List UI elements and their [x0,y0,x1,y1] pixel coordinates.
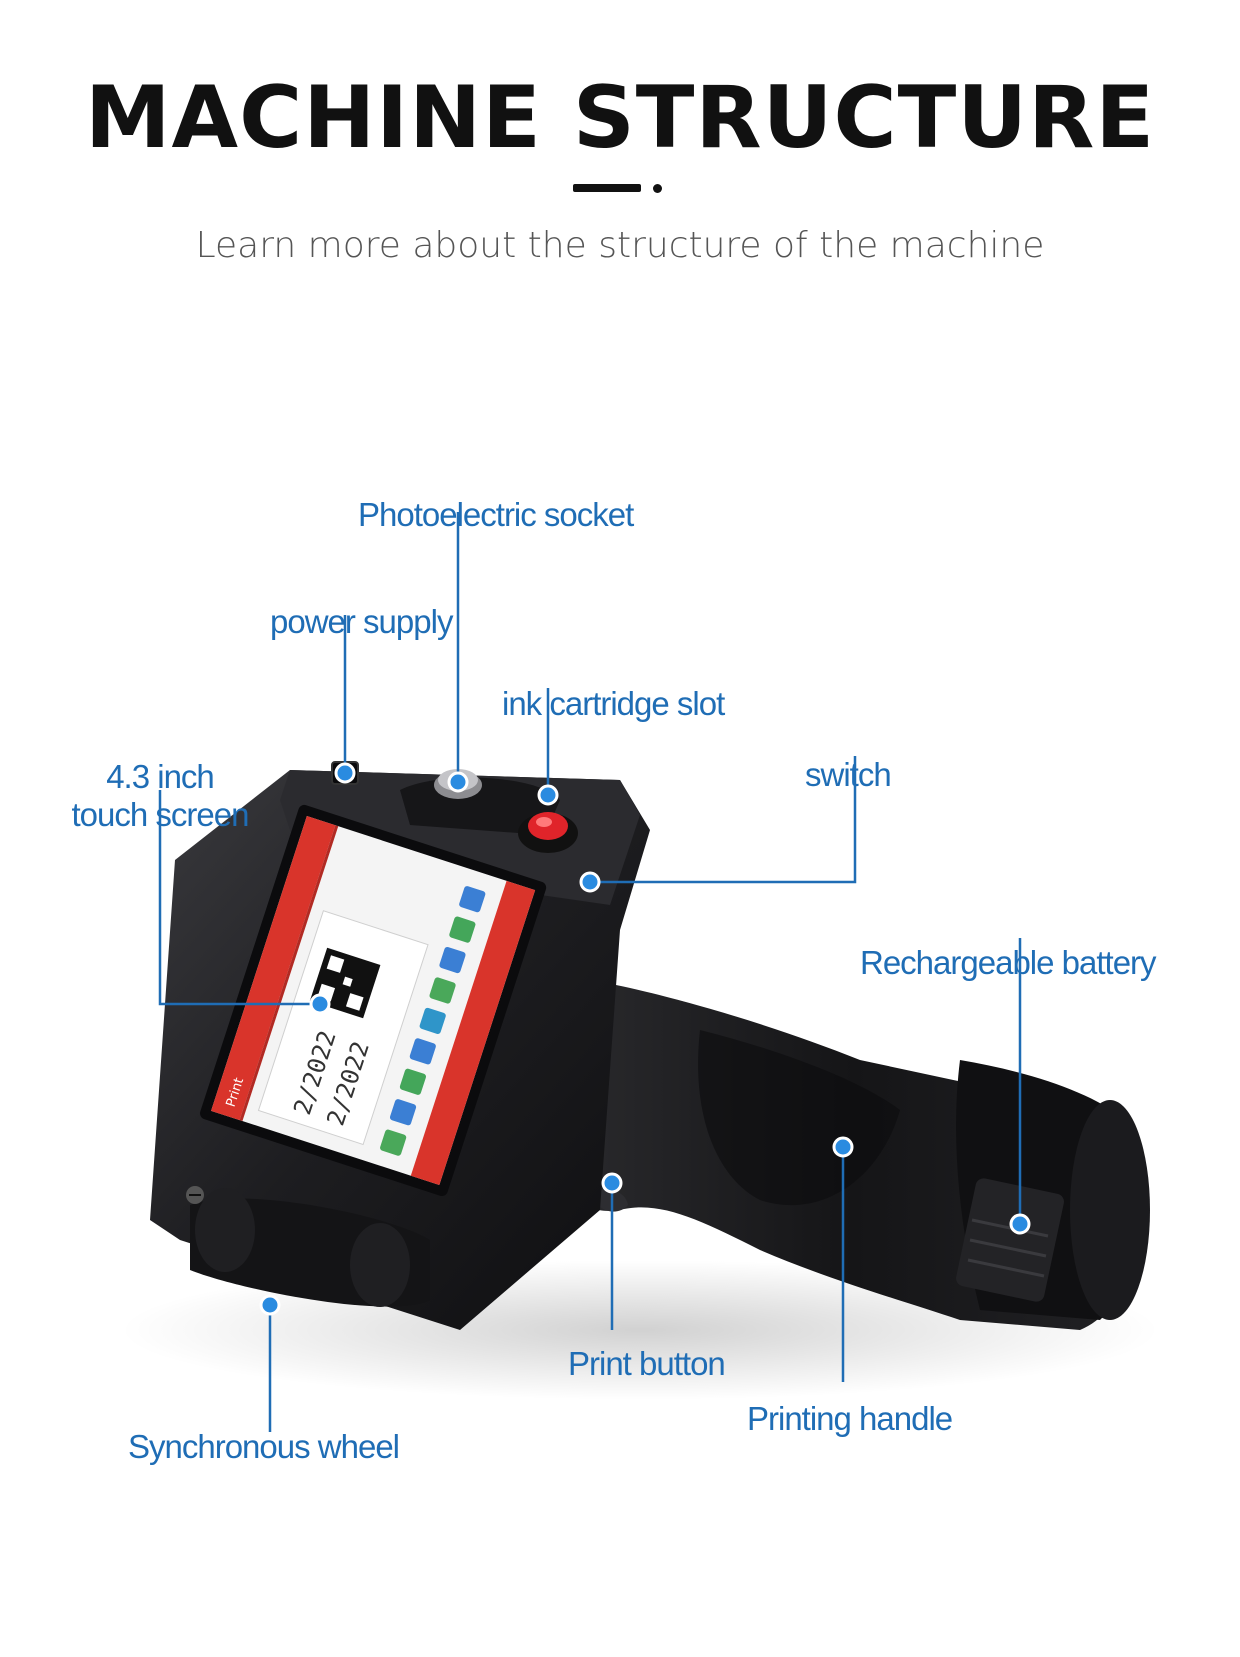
label-power-supply: power supply [270,603,453,640]
page-subtitle: Learn more about the structure of the ma… [195,225,1045,266]
leader-touch-screen [158,790,320,1006]
battery-latch [956,1178,1064,1302]
label-ink-cartridge-slot: ink cartridge slot [502,685,725,722]
label-printing-handle: Printing handle [747,1400,953,1437]
touch-screen: 2/2022 2/2022 Print [200,804,547,1197]
label-print-button: Print button [568,1345,726,1382]
leader-switch [590,756,857,884]
title-underline-dash [573,184,641,192]
label-photoelectric-socket: Photoelectric socket [358,496,634,533]
page-title: MACHINE STRUCTURE [84,68,1156,168]
label-rechargeable-battery: Rechargeable battery [860,944,1157,981]
label-touch-screen: 4.3 inch touch screen [60,758,260,834]
label-touch-screen-line2: touch screen [71,796,250,833]
switch-button [518,812,578,853]
title-underline-dot [653,184,662,193]
synchronous-wheel [186,1186,430,1307]
label-synchronous-wheel: Synchronous wheel [128,1428,400,1465]
leader-dots [259,762,1031,1316]
label-touch-screen-line1: 4.3 inch [106,758,215,795]
leader-lines [158,512,1022,1432]
rechargeable-battery [956,1060,1150,1320]
label-switch: switch [805,756,892,793]
